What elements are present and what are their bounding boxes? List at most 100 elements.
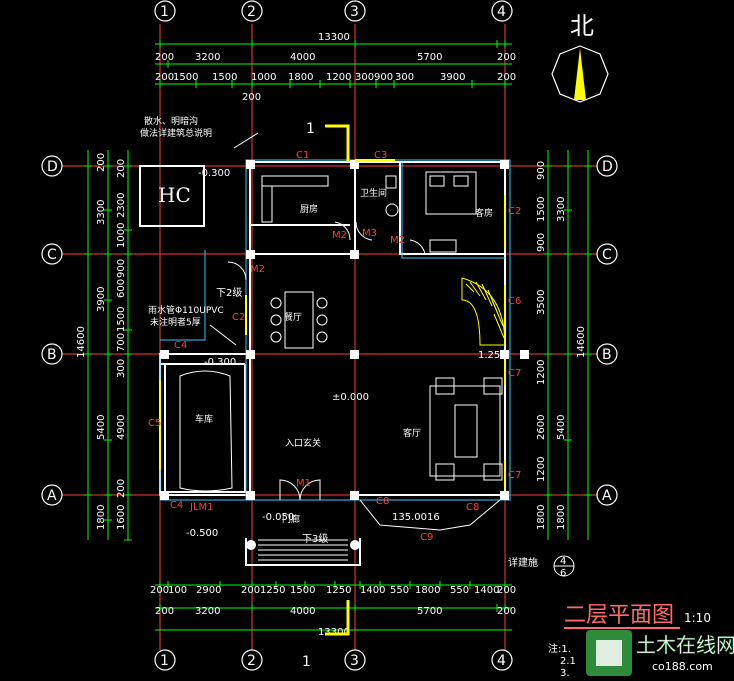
note-4: 未注明者5厚 <box>150 316 201 328</box>
drawing-title: 二层平面图 <box>564 603 674 628</box>
tags: C1 C2 C2 C3 C4 C4 C5 C6 C7 C7 C8 C8 C9 M… <box>148 150 521 543</box>
north-label: 北 <box>570 12 594 40</box>
section-mark-bottom: 1 <box>302 654 311 670</box>
axis-label-4-bottom: 4 <box>497 653 506 669</box>
dim-bot-r1-11: 1400 <box>474 585 499 596</box>
watermark: 土木在线网 co188.com <box>586 630 734 676</box>
tag-c2: C2 <box>232 312 245 323</box>
tag-c4b: C4 <box>170 500 183 511</box>
dim-bot-r1-6: 1250 <box>326 585 351 596</box>
dim-top-total: 13300 <box>318 32 350 43</box>
dim-right-7: 1800 <box>536 505 547 530</box>
level-hc: -0.300 <box>198 168 230 179</box>
room-guest: 客房 <box>475 207 493 219</box>
dim-bot-r1-5: 1500 <box>290 585 315 596</box>
dim-left-b3: 900 <box>116 259 127 278</box>
tag-c9: C9 <box>420 532 433 543</box>
north-needle-icon <box>574 48 586 100</box>
note-bay: 135.0016 <box>392 512 440 523</box>
level-up-stair: 下2级 <box>216 287 242 299</box>
dim-bot-r1-2: 2900 <box>196 585 221 596</box>
dims-right: 14600 900 1500 900 3500 1200 2600 1200 1… <box>536 161 587 530</box>
dim-left-b0: 200 <box>116 159 127 178</box>
dim-top-r2-3: 1000 <box>251 72 276 83</box>
tag-c3: C3 <box>374 150 387 161</box>
room-bath: 卫生间 <box>360 187 387 199</box>
inner-lines <box>159 159 511 501</box>
tag-c1: C1 <box>296 150 309 161</box>
room-labels: 厨房 卫生间 客房 餐厅 车库 入口玄关 客厅 门廊 HC <box>158 183 493 525</box>
axis-labels: 1 2 3 4 1 2 3 4 D C B A D C B A <box>47 4 613 669</box>
dim-right-4: 1200 <box>536 360 547 385</box>
dim-left-10: 1800 <box>96 505 107 530</box>
axis-label-4-top: 4 <box>497 4 506 20</box>
dim-top-r1-4: 200 <box>497 52 516 63</box>
dim-bot-r2-4: 200 <box>497 606 516 617</box>
note-2: 做法详建筑总说明 <box>140 127 212 139</box>
watermark-text: 土木在线网 <box>636 633 734 657</box>
tag-c4: C4 <box>174 340 187 351</box>
detail-sheet: 6 <box>560 568 566 579</box>
dim-left-7: 5400 <box>96 415 107 440</box>
axis-label-C-right: C <box>602 247 612 263</box>
level-down-stair: 下3级 <box>302 533 328 545</box>
dim-top-r2-0: 200 <box>155 72 174 83</box>
dim-bot-r1-9: 1800 <box>415 585 440 596</box>
tag-m1: M1 <box>296 478 311 489</box>
dim-bot-r1-8: 550 <box>390 585 409 596</box>
note-3: 雨水管Φ110UPVC <box>148 304 224 316</box>
dim-top-r2-5: 1200 <box>326 72 351 83</box>
dim-top-r1-1: 3200 <box>195 52 220 63</box>
dim-right-6: 1200 <box>536 457 547 482</box>
windows <box>159 159 506 490</box>
dim-bot-r1-7: 1400 <box>360 585 385 596</box>
dim-top-r1-3: 5700 <box>417 52 442 63</box>
tag-m2b: M2 <box>332 230 347 241</box>
axis-label-1-bottom: 1 <box>160 653 169 669</box>
dim-right-b1: 5400 <box>556 415 567 440</box>
axis-label-A-right: A <box>602 488 612 504</box>
title-block: 二层平面图 1:10 注:1. 2.1 3. <box>548 603 711 679</box>
axis-label-D-left: D <box>47 159 58 175</box>
level-porch: -0.050 <box>262 512 294 523</box>
room-garage: 车库 <box>195 413 213 425</box>
dim-left-total: 14600 <box>76 326 87 358</box>
axis-label-B-left: B <box>47 347 57 363</box>
dim-top-r2-2: 1500 <box>212 72 237 83</box>
dim-left-b1: 2300 <box>116 193 127 218</box>
dim-top-r2-10: 200 <box>497 72 516 83</box>
dim-top-small: 200 <box>242 92 261 103</box>
level-out: -0.500 <box>186 528 218 539</box>
dim-right-3: 3500 <box>536 290 547 315</box>
dim-bot-r1-1: 100 <box>168 585 187 596</box>
watermark-url: co188.com <box>652 660 713 673</box>
level-garage: -0.300 <box>204 357 236 368</box>
room-living: 客厅 <box>403 427 421 439</box>
dim-top-r1-0: 200 <box>155 52 174 63</box>
doors <box>227 221 426 501</box>
axis-label-D-right: D <box>602 159 613 175</box>
dim-left-b10: 1600 <box>116 505 127 530</box>
dims-top: 13300 200 3200 4000 5700 200 200 1500 15… <box>155 32 516 103</box>
tag-c6: C6 <box>508 296 521 307</box>
room-kitchen: 厨房 <box>300 203 318 215</box>
axis-label-C-left: C <box>47 247 57 263</box>
dim-bot-r2-2: 4000 <box>290 606 315 617</box>
stair <box>461 277 506 346</box>
tag-c7b: C7 <box>508 470 521 481</box>
dim-bot-r1-4: 1250 <box>260 585 285 596</box>
dim-left-b8: 4900 <box>116 415 127 440</box>
levels: -0.300 -0.300 ±0.000 -0.050 -0.500 下2级 下… <box>186 168 500 545</box>
north-arrow: 北 <box>551 12 609 103</box>
dim-top-r2-4: 1800 <box>288 72 313 83</box>
dim-right-total: 14600 <box>576 326 587 358</box>
tag-c5: C5 <box>148 418 161 429</box>
axis-label-3-top: 3 <box>350 4 359 20</box>
dims-left: 14600 200 3300 3900 5400 1800 200 2300 1… <box>76 153 127 530</box>
furniture <box>179 171 503 492</box>
room-entry: 入口玄关 <box>285 437 321 449</box>
note-detail: 详建施 <box>508 556 538 569</box>
drawing-scale: 1:10 <box>684 611 711 625</box>
detail-callout: 4 6 <box>553 555 575 579</box>
